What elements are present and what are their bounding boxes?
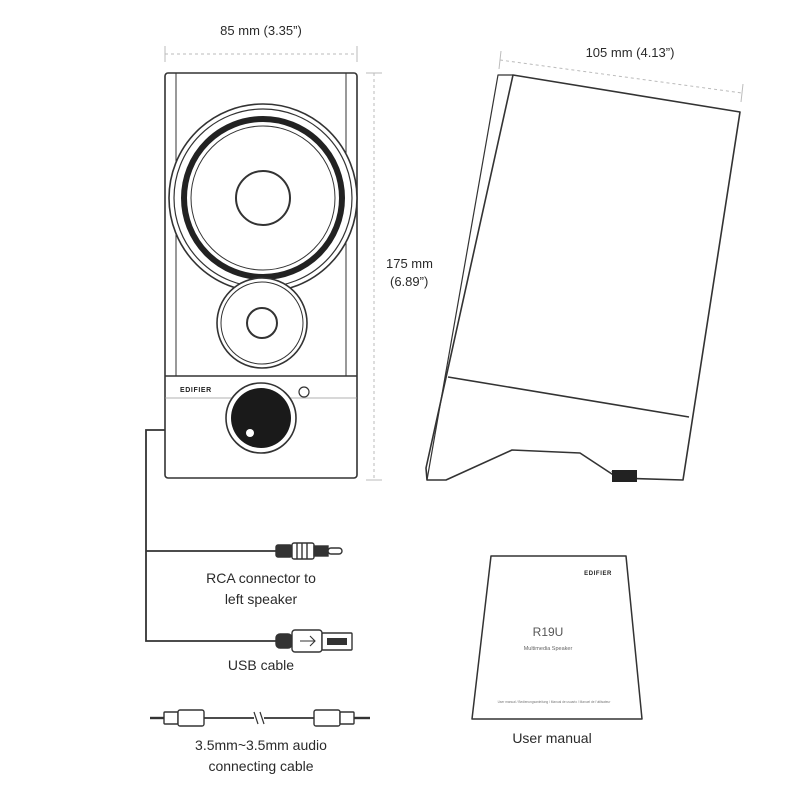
audio-cable-label-line2: connecting cable: [208, 758, 313, 774]
height-label-in: (6.89”): [390, 274, 428, 289]
manual-subtitle: Multimedia Speaker: [524, 646, 573, 652]
usb-connector-icon: [275, 629, 353, 653]
depth-label: 105 mm (4.13”): [586, 45, 675, 60]
audio-cable-icon: [150, 709, 370, 727]
rca-label-line1: RCA connector to: [206, 570, 316, 586]
cable-lines: [145, 429, 276, 642]
depth-dimension: [498, 50, 744, 103]
power-indicator-icon: [298, 386, 310, 398]
usb-label: USB cable: [228, 657, 294, 673]
rca-label-line2: left speaker: [225, 591, 298, 607]
width-label: 85 mm (3.35”): [220, 23, 302, 38]
manual-model: R19U: [533, 625, 564, 639]
width-dimension: [164, 46, 358, 62]
user-manual-booklet: EDIFIER R19U Multimedia Speaker User man…: [471, 555, 643, 720]
rca-connector-icon: [275, 542, 343, 560]
tweeter-driver: [216, 277, 308, 369]
speaker-side-view: [425, 74, 741, 482]
height-label-mm: 175 mm: [386, 256, 433, 271]
woofer-driver: [168, 103, 358, 293]
height-dimension: [366, 72, 382, 481]
volume-knob: [225, 382, 297, 454]
speaker-brand-logo: EDIFIER: [180, 387, 212, 394]
speaker-front-view: [164, 72, 358, 479]
audio-cable-label-line1: 3.5mm~3.5mm audio: [195, 737, 327, 753]
user-manual-label: User manual: [512, 730, 591, 746]
manual-brand-logo: EDIFIER: [584, 571, 612, 577]
manual-footer-text: User manual / Bedienungsanleitung / Manu…: [498, 700, 612, 704]
